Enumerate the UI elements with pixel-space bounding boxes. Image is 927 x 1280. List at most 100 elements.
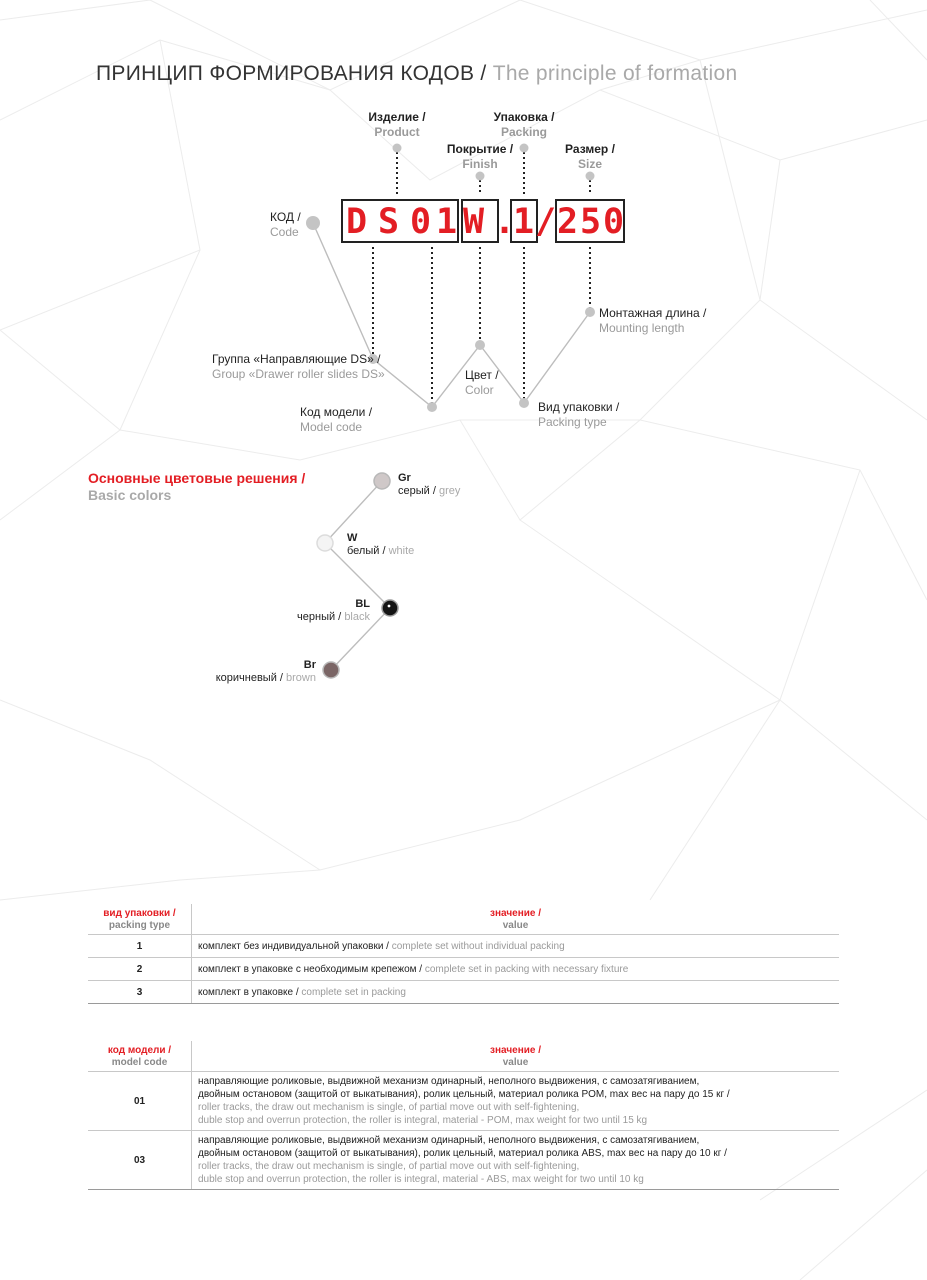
col-model-code-header: код модели / model code [88,1041,192,1072]
value-en: complete set in packing with necessary f… [424,963,629,975]
connector-dot [519,398,529,408]
value-en-line: roller tracks, the draw out mechanism is… [198,1102,580,1113]
table-row: 1 комплект без индивидуальной упаковки /… [88,934,839,958]
color-label-grey: Gr серый / grey [398,472,460,498]
color-label-white: W белый / white [347,532,414,558]
header-ru: вид упаковки / [103,908,176,919]
label-model-code-en: Model code [300,420,363,434]
code-char: D [346,202,368,242]
value-ru: комплект без индивидуальной упаковки / [198,940,389,952]
table-row: 3 комплект в упаковке / complete set in … [88,980,839,1004]
swatch-brown [322,661,340,679]
code-char: 2 [557,202,579,242]
model-code-num: 03 [88,1130,192,1190]
col-value-header: значение / value [191,1041,839,1072]
value-en-line: duble stop and overrun protection, the r… [198,1174,644,1185]
color-code: Br [303,659,316,671]
header-en: packing type [108,920,171,931]
label-model-code-ru: Код модели / [300,405,373,419]
packing-type-value: комплект без индивидуальной упаковки / c… [191,934,839,958]
label-mounting-length-en: Mounting length [599,321,685,335]
header-ru: код модели / [107,1045,172,1056]
connector-dot [585,307,595,317]
connector-dot [368,354,378,364]
table-row: 2 комплект в упаковке с необходимым креп… [88,957,839,981]
label-finish-en: Finish [462,157,498,171]
label-color-en: Color [465,383,494,397]
color-name-ru: черный / [297,611,342,623]
table-row: 01 направляющие роликовые, выдвижной мех… [88,1071,839,1131]
table-row: 03 направляющие роликовые, выдвижной мех… [88,1130,839,1190]
header-ru: значение / [490,1045,541,1056]
value-ru: комплект в упаковке / [198,986,299,998]
code-bracket-finish [461,199,499,243]
col-packing-type-header: вид упаковки / packing type [88,904,192,935]
color-label-black: BL черный / black [250,598,370,624]
value-ru-line: двойным остановом (защитой от выкатывани… [198,1089,730,1100]
value-en: complete set in packing [301,986,406,998]
model-code-table: код модели / model code значение / value… [88,1041,839,1190]
label-size-ru: Размер / [565,142,615,156]
label-finish: Покрытие / Finish [440,142,520,172]
table-header-row: код модели / model code значение / value [88,1041,839,1072]
connector-dot [475,171,485,181]
connector-dot [427,402,437,412]
code-bracket-size [555,199,625,243]
connector-dot [306,216,320,230]
packing-type-num: 3 [88,980,192,1004]
swatch-black [381,599,399,617]
label-packing-type-en: Packing type [538,415,607,429]
color-code: W [347,532,358,544]
label-color-ru: Цвет / [465,368,499,382]
label-group-en: Group «Drawer roller slides DS» [212,367,385,381]
header-en: model code [111,1057,168,1068]
connector-dot [475,340,485,350]
connector-dot [392,143,402,153]
color-name-en: black [344,611,370,623]
basic-colors-title-ru: Основные цветовые решения / [88,470,306,486]
connector-dot [585,171,595,181]
label-color: Цвет / Color [465,368,499,398]
color-code: Gr [398,472,411,484]
color-name-en: white [388,545,415,557]
header-en: value [502,920,529,931]
label-group-ru: Группа «Направляющие DS» / [212,352,381,366]
code-char: . [494,202,516,242]
label-packing-type: Вид упаковки / Packing type [538,400,619,430]
value-en: complete set without individual packing [391,940,565,952]
model-code-value: направляющие роликовые, выдвижной механи… [191,1071,839,1131]
label-code-en: Code [270,225,299,239]
value-ru: комплект в упаковке с необходимым крепеж… [198,963,423,975]
label-packing: Упаковка / Packing [484,110,564,140]
code-char: / [535,202,557,242]
col-value-header: значение / value [191,904,839,935]
label-finish-ru: Покрытие / [446,142,514,156]
model-code-num: 01 [88,1071,192,1131]
swatch-grey [373,472,391,490]
label-group: Группа «Направляющие DS» / Group «Drawer… [212,352,385,382]
value-en-line: duble stop and overrun protection, the r… [198,1115,648,1126]
label-product-en: Product [374,125,420,139]
label-packing-ru: Упаковка / [493,110,555,124]
color-name-ru: белый / [347,545,386,557]
label-product: Изделие / Product [357,110,437,140]
label-mounting-length: Монтажная длина / Mounting length [599,306,706,336]
header-ru: значение / [490,908,541,919]
label-size: Размер / Size [550,142,630,172]
packing-type-value: комплект в упаковке / complete set in pa… [191,980,839,1004]
title-en: The principle of formation [492,62,738,85]
code-char: 0 [603,202,625,242]
table-header-row: вид упаковки / packing type значение / v… [88,904,839,935]
color-code: BL [355,598,370,610]
label-packing-type-ru: Вид упаковки / [538,400,620,414]
header-en: value [502,1057,529,1068]
swatch-black-highlight [387,604,391,608]
value-en-line: roller tracks, the draw out mechanism is… [198,1161,580,1172]
code-char: 1 [513,202,535,242]
title-ru: ПРИНЦИП ФОРМИРОВАНИЯ КОДОВ / [96,62,487,85]
packing-type-num: 1 [88,934,192,958]
label-packing-en: Packing [500,125,548,139]
